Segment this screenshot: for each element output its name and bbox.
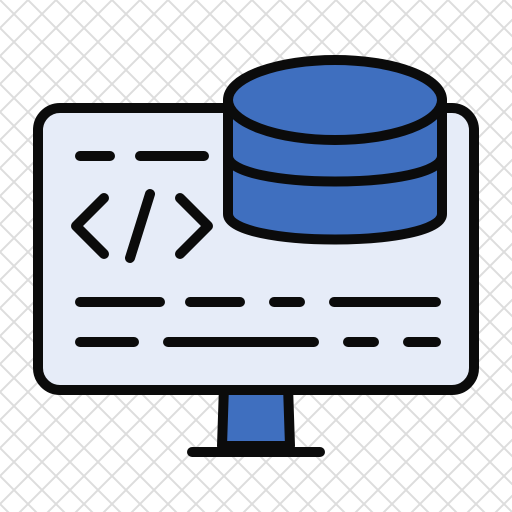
database-icon	[223, 55, 447, 245]
code-brackets-icon	[71, 189, 213, 263]
